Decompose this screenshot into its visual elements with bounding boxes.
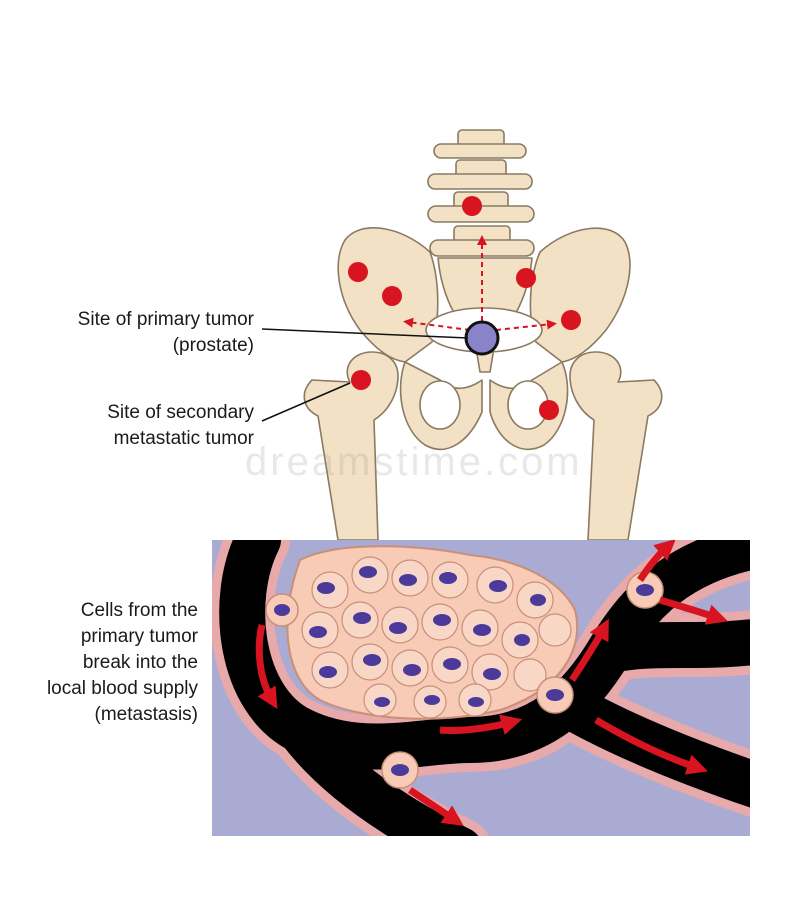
leader-line-secondary	[261, 382, 351, 422]
label-secondary-tumor: Site of secondary metastatic tumor	[0, 400, 254, 452]
label-primary-tumor: Site of primary tumor (prostate)	[0, 307, 254, 359]
primary-tumor-prostate	[464, 320, 500, 356]
lumbar-spine	[427, 129, 535, 257]
label-line: local blood supply	[46, 678, 198, 699]
leader-line-primary	[261, 328, 469, 339]
label-line: (metastasis)	[94, 704, 198, 725]
label-line: Site of secondary	[107, 402, 254, 423]
label-line: primary tumor	[80, 626, 198, 647]
secondary-tumor-sites	[348, 196, 581, 420]
watermark: dreamstime.com	[245, 440, 583, 484]
label-line: (prostate)	[172, 335, 254, 356]
label-line: Site of primary tumor	[77, 309, 254, 330]
label-metastasis: Cells from the primary tumor break into …	[0, 598, 198, 728]
spread-arrows	[403, 235, 557, 331]
tumor-mass	[286, 545, 579, 720]
label-line: break into the	[82, 652, 198, 673]
circulating-tumor-cells	[265, 571, 664, 789]
label-line: metastatic tumor	[113, 428, 254, 449]
blood-vessel-panel	[212, 540, 750, 836]
right-ilium	[529, 227, 631, 363]
right-femur	[569, 351, 663, 541]
label-line: Cells from the	[80, 600, 198, 621]
blood-flow-arrows	[255, 540, 728, 826]
